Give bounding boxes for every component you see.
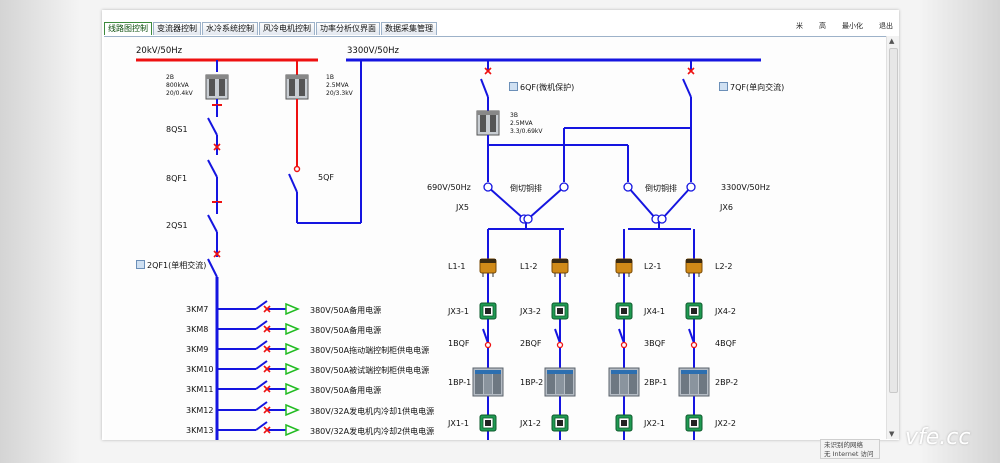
reactor-l2-2-label: L2-2 xyxy=(715,262,733,271)
jx3-1-label: JX3-1 xyxy=(448,307,469,316)
window-controls: 米 高 最小化 退出 xyxy=(796,21,893,31)
bus-20kv-label: 20kV/50Hz xyxy=(136,46,183,56)
window-button-mid[interactable]: 高 xyxy=(819,22,826,30)
feeder-3km9-desc: 380V/50A拖动端控制柜供电电源 xyxy=(310,346,430,355)
feeder-3km11-label[interactable]: 3KM11 xyxy=(186,385,214,394)
tab-air-cooled-motor[interactable]: 风冷电机控制 xyxy=(259,22,315,35)
breaker-2bqf-label[interactable]: 2BQF xyxy=(520,339,542,348)
cabinet-2bp-1-label: 2BP-1 xyxy=(644,378,668,387)
minimize-button[interactable]: 最小化 xyxy=(842,22,863,30)
tab-line-diagram[interactable]: 线路图控制 xyxy=(104,22,152,35)
feeder-3km8-label[interactable]: 3KM8 xyxy=(186,325,209,334)
cabinet-1bp-2-label: 1BP-2 xyxy=(520,378,544,387)
tab-bar: 线路图控制 变流器控制 水冷系统控制 风冷电机控制 功率分析仪界面 数据采集管理 xyxy=(104,22,438,36)
jx2-2-label: JX2-2 xyxy=(715,419,736,428)
feeder-3km10-desc: 380V/50A被试端控制柜供电电源 xyxy=(310,366,430,375)
switch-5qf-label[interactable]: 5QF xyxy=(318,173,334,182)
vertical-scrollbar[interactable]: ▲ ▼ xyxy=(886,36,899,439)
close-button[interactable]: 退出 xyxy=(879,22,893,30)
feeder-3km13-desc: 380V/32A发电机内冷却2供电电源 xyxy=(310,427,435,436)
voltage-690v-label: 690V/50Hz xyxy=(427,183,471,192)
network-status-tooltip: 未识别的网络 无 Internet 访问 xyxy=(820,439,880,459)
cabinet-2bp-2-label: 2BP-2 xyxy=(715,378,739,387)
feeder-3km11-desc: 380V/50A备用电源 xyxy=(310,386,382,395)
reactor-l1-1-label: L1-1 xyxy=(448,262,466,271)
switch-6qf-label[interactable]: 6QF(微机保护) xyxy=(509,82,574,93)
jx1-1-label: JX1-1 xyxy=(448,419,469,428)
feeder-3km13-label[interactable]: 3KM13 xyxy=(186,426,214,435)
feeder-3km7-label[interactable]: 3KM7 xyxy=(186,305,209,314)
switch-2qf1-label[interactable]: 2QF1(单相交流) xyxy=(136,260,206,271)
jx2-1-label: JX2-1 xyxy=(644,419,665,428)
breaker-4bqf-label[interactable]: 4BQF xyxy=(715,339,737,348)
feeder-3km10-label[interactable]: 3KM10 xyxy=(186,365,214,374)
scroll-thumb[interactable] xyxy=(889,48,898,393)
switch-8qf1-label[interactable]: 8QF1 xyxy=(166,174,188,183)
diagram-canvas xyxy=(136,58,761,440)
copper-bar-1-label: 倒切铜排 xyxy=(510,184,542,193)
bus-3300v-label: 3300V/50Hz xyxy=(347,46,399,56)
feeder-3km8-desc: 380V/50A备用电源 xyxy=(310,326,382,335)
window-button-left[interactable]: 米 xyxy=(796,22,803,30)
feeder-3km7-desc: 380V/50A备用电源 xyxy=(310,306,382,315)
switch-2qs1-label[interactable]: 2QS1 xyxy=(166,221,188,230)
jx3-2-label: JX3-2 xyxy=(520,307,541,316)
tab-converter[interactable]: 变流器控制 xyxy=(153,22,201,35)
jx6-label: JX6 xyxy=(720,203,733,212)
copper-bar-2-label: 倒切铜排 xyxy=(645,184,677,193)
switch-7qf-label[interactable]: 7QF(单向交流) xyxy=(719,82,784,93)
cabinet-1bp-1-label: 1BP-1 xyxy=(448,378,472,387)
feeder-3km12-desc: 380V/32A发电机内冷却1供电电源 xyxy=(310,407,435,416)
voltage-3300v-label: 3300V/50Hz xyxy=(721,183,770,192)
breaker-3bqf-label[interactable]: 3BQF xyxy=(644,339,666,348)
tab-water-cooling[interactable]: 水冷系统控制 xyxy=(202,22,258,35)
reactor-l2-1-label: L2-1 xyxy=(644,262,662,271)
app-window: 线路图控制 变流器控制 水冷系统控制 风冷电机控制 功率分析仪界面 数据采集管理… xyxy=(102,10,899,440)
tab-data-acquisition[interactable]: 数据采集管理 xyxy=(381,22,437,35)
jx4-1-label: JX4-1 xyxy=(644,307,665,316)
feeder-3km9-label[interactable]: 3KM9 xyxy=(186,345,209,354)
switch-8qs1-label[interactable]: 8QS1 xyxy=(166,125,188,134)
feeder-3km12-label[interactable]: 3KM12 xyxy=(186,406,214,415)
reactor-l1-2-label: L1-2 xyxy=(520,262,538,271)
jx4-2-label: JX4-2 xyxy=(715,307,736,316)
watermark-logo: vfe.cc xyxy=(905,425,971,450)
breaker-1bqf-label[interactable]: 1BQF xyxy=(448,339,470,348)
jx1-2-label: JX1-2 xyxy=(520,419,541,428)
tab-power-analyzer[interactable]: 功率分析仪界面 xyxy=(316,22,380,35)
jx5-label: JX5 xyxy=(456,203,469,212)
scroll-down-icon[interactable]: ▼ xyxy=(889,430,895,438)
scroll-up-icon[interactable]: ▲ xyxy=(889,37,895,45)
